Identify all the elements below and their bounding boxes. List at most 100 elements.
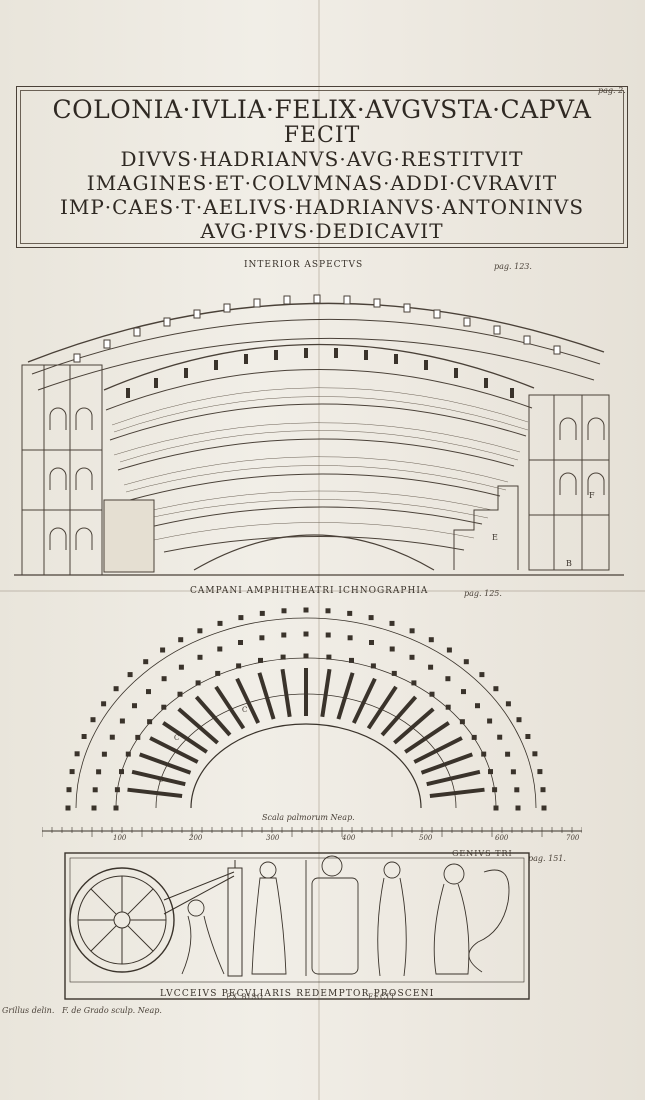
interior-page-ref: pag. 123. (494, 262, 532, 271)
plan-pier (90, 717, 96, 723)
scale-tick-700: 700 (566, 834, 580, 842)
plan-radial-wall (426, 769, 481, 787)
plan-radial-wall (393, 707, 435, 745)
relief-panel-engraving: LVCCEIVS PECVLIARIS REDEMPTOR PROSCENI (64, 852, 530, 1000)
plan-pier (493, 686, 499, 692)
plan-radial-wall (420, 752, 473, 775)
wheel-spoke (90, 925, 117, 952)
plan-radial-wall (194, 695, 232, 737)
plan-pier (510, 769, 516, 775)
plan-pier (347, 635, 353, 641)
plan-pier (475, 703, 480, 709)
plan-pier (101, 751, 107, 757)
plan-pier (391, 670, 397, 676)
plan-radial-wall (177, 707, 219, 745)
plan-pier (525, 734, 531, 739)
plan-pier (101, 701, 107, 707)
plan-pier (109, 734, 115, 740)
plan-pier (81, 734, 87, 739)
plan-radial-wall (235, 677, 261, 724)
plan-pier (238, 640, 243, 645)
plan-pier (325, 608, 331, 614)
plan-pier (514, 787, 520, 793)
wheel-spoke (90, 888, 117, 915)
plan-pier (258, 657, 263, 663)
plan-pier (217, 620, 223, 626)
plan-pier (113, 686, 119, 692)
plan-pier (370, 663, 376, 669)
plan-pier (505, 751, 511, 757)
plan-letter-c-lower: C (158, 776, 163, 784)
interior-caption: INTERIOR ASPECTVS (244, 260, 364, 270)
plan-pier (515, 805, 521, 811)
plan-pier (505, 701, 511, 707)
plan-pier (303, 607, 309, 613)
plan-radial-wall (336, 672, 355, 720)
plan-pier (369, 640, 374, 645)
plan-radial-wall (257, 672, 276, 720)
plan-pier (177, 691, 183, 697)
fold-line-horizontal (0, 590, 645, 592)
plan-pier (143, 659, 149, 665)
plan-pier (326, 654, 332, 660)
interior-aspect-engraving: F E B (14, 294, 624, 576)
scale-bar (42, 827, 582, 837)
title-cartouche: COLONIA·IVLIA·FELIX·AVGVSTA·CAPVA FECIT … (16, 86, 628, 248)
plan-pier (217, 646, 223, 652)
plan-pier (96, 769, 102, 775)
relief-sub-right: FECIT (368, 993, 396, 1001)
title-page-ref: pag. 2. (598, 86, 626, 95)
plan-pier (461, 689, 466, 695)
wheel-spoke (127, 888, 154, 915)
plan-pier (389, 620, 395, 626)
plan-pier (119, 718, 125, 724)
plan-pier (127, 672, 133, 678)
plan-pier (161, 676, 167, 682)
scale-tick-500: 500 (419, 834, 433, 842)
plan-pier (197, 654, 203, 660)
plan-pier (325, 632, 331, 638)
scale-tick-300: 300 (266, 834, 280, 842)
plan-radial-wall (320, 668, 332, 718)
plan-pier (537, 769, 543, 775)
relief-page-ref: pag. 151. (528, 854, 566, 863)
plan-radial-wall (413, 736, 463, 764)
plan-pier (74, 751, 80, 757)
scale-tick-200: 200 (189, 834, 203, 842)
plan-pier (428, 664, 434, 670)
scale-label: Scala palmorum Neap. (262, 813, 355, 822)
title-line-1: COLONIA·IVLIA·FELIX·AVGVSTA·CAPVA (52, 95, 592, 124)
interior-letter-f: F (589, 491, 595, 500)
title-line-3: DIVVS·HADRIANVS·AVG·RESTITVIT (120, 147, 524, 171)
plan-pier (91, 805, 97, 811)
plan-page-ref: pag. 125. (464, 589, 502, 598)
plan-pier (281, 632, 287, 638)
title-line-2: FECIT (283, 123, 361, 148)
plan-radial-wall (404, 721, 450, 754)
wheel-spoke (127, 925, 154, 952)
plan-pier (409, 654, 415, 660)
plan-radial-wall (351, 677, 377, 724)
plan-pier (69, 769, 75, 775)
plan-pier (368, 615, 374, 621)
plan-pier (532, 751, 538, 757)
plan-pier (445, 704, 451, 710)
plan-pier (147, 719, 153, 725)
plan-pier (280, 654, 286, 660)
title-line-6: AVG·PIVS·DEDICAVIT (200, 219, 444, 243)
plan-pier (135, 734, 141, 740)
plan-pier (429, 691, 435, 697)
plan-pier (236, 663, 242, 669)
plan-pier (516, 717, 522, 723)
plan-pier (65, 805, 71, 811)
plan-pier (347, 610, 353, 616)
credit-engraver: F. de Grado sculp. Neap. (62, 1006, 162, 1015)
plan-pier (497, 734, 503, 740)
plan-radial-wall (366, 685, 398, 730)
plan-pier (132, 703, 137, 709)
plan-pier (303, 631, 309, 637)
interior-letter-e: E (492, 533, 498, 542)
title-line-5: IMP·CAES·T·AELIVS·HADRIANVS·ANTONINVS (59, 195, 585, 219)
plan-pier (428, 637, 434, 643)
